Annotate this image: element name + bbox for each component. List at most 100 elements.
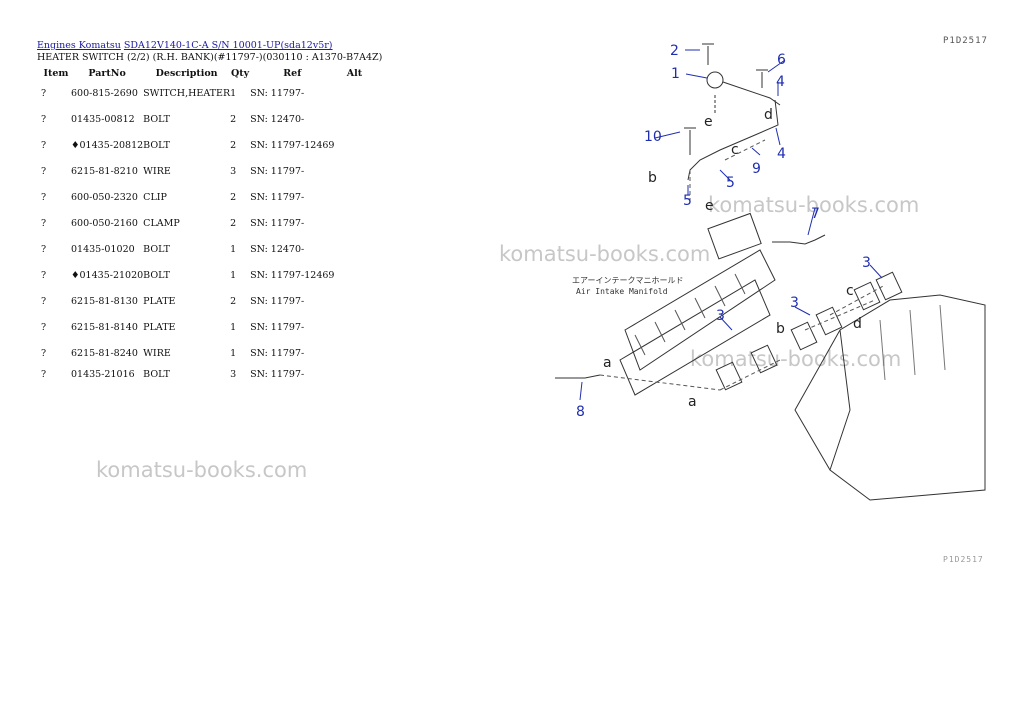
ref-letter-d: d (764, 107, 773, 123)
heater-switch (706, 71, 724, 89)
row-qty: 1 (230, 347, 237, 359)
row-item: ? (41, 347, 47, 359)
row-partno: 6215-81-8240 (71, 347, 138, 359)
row-description: WIRE (143, 347, 171, 359)
ref-letter-a2: a (688, 394, 697, 410)
row-description: BOLT (143, 269, 170, 281)
watermark-text: komatsu-books.com (690, 347, 902, 371)
ref-letter-b2: b (776, 321, 785, 337)
row-alt (334, 80, 374, 106)
row-ref: SN: 11797- (250, 191, 305, 203)
row-item: ? (41, 165, 47, 177)
parts-table: Item PartNo Description Qty Ref Alt ? 600… (37, 66, 374, 382)
row-alt (334, 366, 374, 382)
row-item: ? (41, 113, 47, 125)
row-ref: SN: 12470- (250, 113, 305, 125)
row-description: BOLT (143, 243, 170, 255)
callout-4b: 4 (777, 146, 786, 162)
row-qty: 2 (230, 295, 237, 307)
row-qty: 2 (230, 139, 237, 151)
row-partno: 6215-81-8140 (71, 321, 138, 333)
row-description: WIRE (143, 165, 171, 177)
bolt-10 (684, 127, 696, 155)
row-qty: 3 (230, 368, 237, 380)
row-ref: SN: 11797-12469 (250, 269, 335, 281)
row-alt (334, 132, 374, 158)
exploded-parts-diagram: エアーインテークマニホールド Air Intake Manifold 2 1 6… (555, 43, 986, 501)
row-partno: 6215-81-8130 (71, 295, 138, 307)
row-qty: 1 (230, 321, 237, 333)
row-description: PLATE (143, 295, 176, 307)
callout-7: 7 (811, 206, 820, 222)
drawing-id-bottom: P1D2517 (943, 555, 984, 564)
header-description: Description (155, 67, 218, 79)
manifold-lower (619, 279, 771, 396)
breadcrumb-link-engines[interactable]: Engines Komatsu (37, 40, 121, 51)
row-ref: SN: 11797- (250, 368, 305, 380)
row-item: ? (41, 243, 47, 255)
callout-9: 9 (752, 161, 761, 177)
ref-letter-e: e (704, 114, 713, 130)
table-header-row: Item PartNo Description Qty Ref Alt (37, 66, 374, 80)
row-qty: 1 (230, 269, 237, 281)
row-ref: SN: 11797- (250, 165, 305, 177)
ref-letter-b: b (648, 170, 657, 186)
row-qty: 2 (230, 191, 237, 203)
row-alt (334, 158, 374, 184)
row-ref: SN: 12470- (250, 243, 305, 255)
callout-3b: 3 (790, 295, 799, 311)
row-partno: 600-815-2690 (71, 87, 138, 99)
row-qty: 1 (230, 243, 237, 255)
drawing-id: P1D2517 (943, 36, 988, 46)
callout-2: 2 (670, 43, 679, 59)
page-title: HEATER SWITCH (2/2) (R.H. BANK)(#11797-)… (37, 52, 383, 63)
row-description: CLIP (143, 191, 167, 203)
row-partno: 600-050-2160 (71, 217, 138, 229)
row-ref: SN: 11797- (250, 217, 305, 229)
row-partno: ♦01435-21020 (71, 269, 144, 281)
row-partno: 6215-81-8210 (71, 165, 138, 177)
ref-letter-e2: e (705, 198, 714, 214)
breadcrumb-link-model[interactable]: SDA12V140-1C-A S/N 10001-UP(sda12v5r) (123, 40, 333, 51)
row-description: SWITCH,HEATER (143, 87, 231, 99)
bolt-6 (756, 69, 768, 88)
row-description: PLATE (143, 321, 176, 333)
row-qty: 1 (230, 87, 237, 99)
table-row: ? 01435-01020 BOLT 1 SN: 12470- (37, 236, 374, 262)
ref-letter-c2: c (846, 283, 854, 299)
row-ref: SN: 11797-12469 (250, 139, 335, 151)
bolt-8 (555, 374, 601, 379)
row-description: BOLT (143, 139, 170, 151)
callout-5: 5 (726, 175, 735, 191)
callout-10: 10 (644, 129, 662, 145)
row-item: ? (41, 87, 47, 99)
row-alt (334, 106, 374, 132)
ref-letter-d2: d (853, 316, 862, 332)
manifold-label-en: Air Intake Manifold (576, 287, 668, 296)
engine-block-outline (794, 294, 986, 501)
row-description: CLAMP (143, 217, 180, 229)
switch-wire (722, 81, 781, 106)
header-ref: Ref (283, 67, 302, 79)
watermark-text: komatsu-books.com (499, 242, 711, 266)
row-ref: SN: 11797- (250, 87, 305, 99)
callout-1: 1 (671, 66, 680, 82)
heater-block (707, 212, 762, 260)
callout-3: 3 (862, 255, 871, 271)
manifold-ports (715, 271, 903, 391)
row-partno: 01435-01020 (71, 243, 135, 255)
row-ref: SN: 11797- (250, 321, 305, 333)
watermark-text: komatsu-books.com (96, 458, 308, 482)
row-description: BOLT (143, 368, 170, 380)
row-partno: ♦01435-20812 (71, 139, 144, 151)
row-qty: 2 (230, 113, 237, 125)
row-alt (334, 184, 374, 210)
